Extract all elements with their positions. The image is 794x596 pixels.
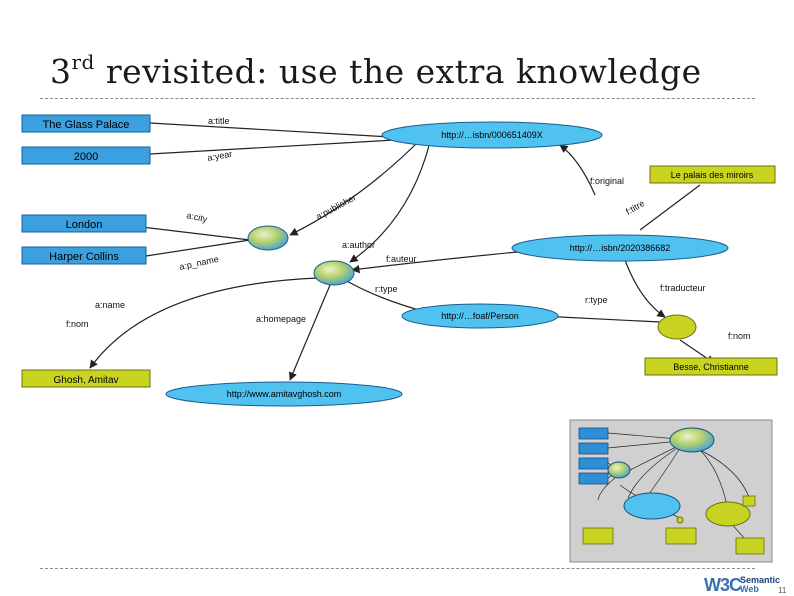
edge-author [349, 141, 431, 263]
edge-traducteur [624, 259, 666, 318]
isbn2-label: http://…isbn/2020386682 [570, 243, 671, 253]
besse-label: Besse, Christianne [673, 362, 749, 372]
label-a-homepage: a:homepage [256, 314, 306, 324]
label-f-traducteur: f:traducteur [660, 283, 706, 293]
edge-homepage [289, 284, 331, 381]
blank-node-publisher [247, 225, 289, 251]
london-label: London [66, 219, 103, 231]
label-f-auteur: f:auteur [386, 254, 417, 264]
label-a-title: a:title [208, 116, 230, 126]
bottom-divider [40, 568, 755, 569]
resource-isbn1: http://…isbn/000651409X [381, 121, 603, 149]
glass-palace-label: The Glass Palace [43, 119, 130, 131]
label-f-titre: f:titre [624, 198, 646, 217]
label-a-year: a:year [207, 149, 233, 163]
label-r-type-2: r:type [585, 295, 608, 305]
harper-collins-label: Harper Collins [49, 251, 119, 263]
label-f-nom-2: f:nom [728, 331, 751, 341]
edge-pname [145, 239, 251, 257]
literal-box-glass-palace: The Glass Palace [21, 114, 151, 133]
label-r-type-1: r:type [375, 284, 398, 294]
w3c-logo: W3C [704, 575, 742, 595]
edge-rtype2 [539, 312, 661, 323]
edge-year [149, 139, 396, 155]
label-a-publisher: a:publisher [314, 192, 358, 222]
resource-isbn2: http://…isbn/2020386682 [511, 234, 729, 262]
literal-box-palais: Le palais des miroirs [649, 165, 776, 184]
top-divider [40, 98, 755, 99]
label-f-nom-1: f:nom [66, 319, 89, 329]
edge-ftitre [639, 184, 701, 231]
slide-title: 3rd revisited: use the extra knowledge [50, 50, 702, 91]
ghosh-label: Ghosh, Amitav [53, 375, 118, 386]
edge-title [149, 122, 391, 138]
literal-box-2000: 2000 [21, 146, 151, 165]
literal-box-besse: Besse, Christianne [644, 357, 778, 376]
page-number: 11 [778, 586, 787, 595]
year-2000-label: 2000 [74, 151, 98, 163]
edge-name [89, 277, 319, 369]
blank-node-author [313, 260, 355, 286]
label-f-original: f:original [590, 176, 624, 186]
label-a-pname: a:p_name [178, 254, 219, 272]
foaf-label: http://…foaf/Person [441, 311, 519, 321]
resource-foaf: http://…foaf/Person [401, 303, 559, 329]
resource-homepage: http://www.amitavghosh.com [165, 381, 403, 407]
edge-publisher [289, 139, 421, 236]
merged-graph-thumbnail [569, 419, 773, 563]
literal-box-london: London [21, 214, 147, 233]
palais-label: Le palais des miroirs [671, 170, 754, 180]
edge-original [559, 144, 596, 196]
literal-box-harper-collins: Harper Collins [21, 246, 147, 265]
isbn1-label: http://…isbn/000651409X [441, 130, 543, 140]
label-a-name: a:name [95, 300, 125, 310]
literal-box-ghosh: Ghosh, Amitav [21, 369, 151, 388]
label-a-city: a:city [186, 210, 209, 224]
blank-node-translator [657, 314, 697, 340]
label-a-author: a:author [342, 240, 375, 250]
homepage-label: http://www.amitavghosh.com [227, 389, 342, 399]
